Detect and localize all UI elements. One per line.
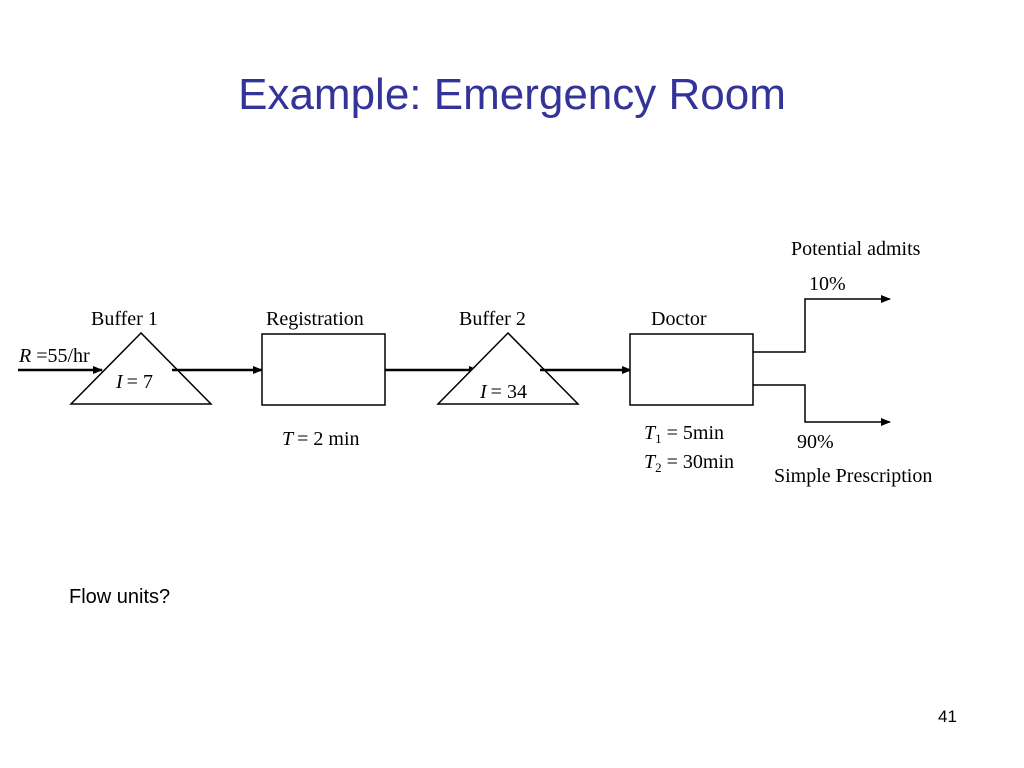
registration-time: T= 2 min [282,428,360,450]
admit-label: Potential admits [791,238,921,260]
input-rate-var: R [18,345,31,367]
registration-label: Registration [266,308,364,330]
simple-label: Simple Prescription [774,465,932,487]
doctor-time-2: T2= 30min [644,451,734,475]
input-rate-value: =55/hr [36,345,90,367]
flow-units-question: Flow units? [69,586,171,608]
admit-percentage: 10% [809,273,846,295]
buffer1-label: Buffer 1 [91,308,158,330]
buffer2-inventory: I= 34 [479,381,527,403]
doctor-label: Doctor [651,308,707,330]
buffer2-label: Buffer 2 [459,308,526,330]
admit-branch-line [753,295,891,353]
page-number: 41 [938,707,957,726]
simple-branch-line [753,384,891,426]
buffer1-inventory: I= 7 [115,371,153,393]
buffer1-triangle [69,331,213,405]
slide-title: Example: Emergency Room [238,70,786,119]
doctor-box [629,333,754,406]
simple-percentage: 90% [797,431,834,453]
registration-box [261,333,386,406]
input-rate-label: R=55/hr [18,345,90,367]
buffer2-triangle [436,331,580,405]
doctor-time-1: T1= 5min [644,422,724,446]
